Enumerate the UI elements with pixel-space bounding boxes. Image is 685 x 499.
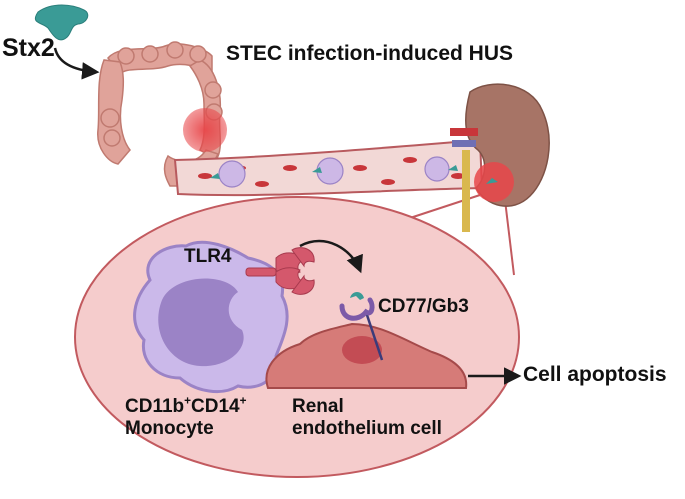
blood-vessel-icon bbox=[173, 138, 484, 197]
marker-cd14: CD14 bbox=[191, 396, 240, 417]
endothelial-cell-icon bbox=[265, 322, 468, 389]
marker-cd11b-sup: + bbox=[184, 394, 192, 408]
cd77-receptor-icon bbox=[339, 292, 384, 361]
toxin-label: Stx2 bbox=[2, 34, 55, 62]
marker-cd11b: CD11b bbox=[125, 396, 185, 417]
outcome-label: Cell apoptosis bbox=[523, 363, 667, 386]
monocyte-icon bbox=[133, 240, 289, 393]
endothelium-line1: Renal bbox=[292, 396, 344, 417]
monocyte-cell-name: Monocyte bbox=[125, 417, 214, 439]
endothelium-line2: endothelium cell bbox=[292, 417, 442, 439]
infection-focus bbox=[183, 108, 227, 152]
tlr4-label: TLR4 bbox=[184, 246, 232, 267]
toxin-icon bbox=[34, 4, 89, 41]
arrow-icon bbox=[53, 47, 100, 80]
tlr4-receptor-icon bbox=[245, 247, 315, 295]
kidney-icon bbox=[450, 83, 550, 232]
diagram-title: STEC infection-induced HUS bbox=[226, 42, 514, 65]
cd77-label: CD77/Gb3 bbox=[378, 296, 469, 317]
arrow-icon bbox=[299, 239, 363, 274]
monocyte-label: CD11b+CD14+ Monocyte bbox=[125, 394, 247, 440]
endothelium-label: Renal endothelium cell bbox=[292, 396, 442, 440]
marker-cd14-sup: + bbox=[239, 394, 247, 408]
